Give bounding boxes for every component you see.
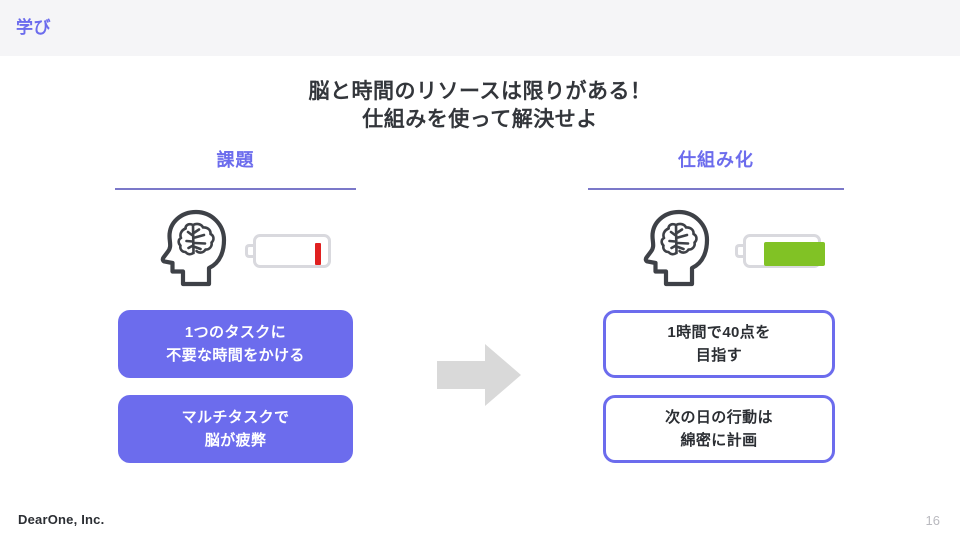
- solution-card-2-line-2: 綿密に計画: [680, 432, 758, 449]
- header-title: 学び: [16, 18, 51, 37]
- issue-card-1-line-1: 1つのタスクに: [184, 324, 287, 341]
- battery-full-icon: [735, 234, 825, 268]
- footer-brand: DearOne, Inc.: [18, 512, 105, 527]
- solution-card-1-line-1: 1時間で40点を: [667, 324, 771, 341]
- solution-card-2: 次の日の行動は 綿密に計画: [603, 395, 835, 463]
- battery-level-low: [315, 243, 321, 265]
- page-title-line-1: 脳と時間のリソースは限りがある！: [308, 80, 652, 103]
- issue-card-2-line-1: マルチタスクで: [181, 409, 290, 426]
- right-column-heading: 仕組み化: [678, 150, 754, 170]
- head-brain-icon: [642, 206, 716, 288]
- issue-card-1-line-2: 不要な時間をかける: [166, 347, 305, 364]
- solution-card-1-line-2: 目指す: [695, 347, 743, 364]
- right-arrow-icon: [437, 344, 521, 406]
- solution-card-1: 1時間で40点を 目指す: [603, 310, 835, 378]
- right-column-divider: [588, 188, 844, 190]
- battery-level-full: [764, 242, 825, 266]
- header-band: [0, 0, 960, 56]
- page-title: 脳と時間のリソースは限りがある！ 仕組みを使って解決せよ: [0, 78, 960, 134]
- issue-card-2-line-2: 脳が疲弊: [204, 432, 267, 449]
- battery-terminal: [735, 244, 744, 258]
- battery-body: [253, 234, 331, 268]
- page-title-line-2: 仕組みを使って解決せよ: [362, 108, 598, 131]
- issue-card-1: 1つのタスクに 不要な時間をかける: [118, 310, 353, 378]
- battery-body: [743, 234, 825, 268]
- head-brain-icon: [159, 206, 233, 288]
- battery-terminal: [245, 244, 254, 258]
- left-icon-row: [115, 206, 356, 288]
- issue-card-2: マルチタスクで 脳が疲弊: [118, 395, 353, 463]
- footer-page-number: 16: [925, 513, 940, 528]
- left-column-divider: [115, 188, 356, 190]
- solution-card-2-line-1: 次の日の行動は: [665, 409, 773, 426]
- battery-low-icon: [245, 234, 331, 268]
- right-icon-row: [588, 206, 844, 288]
- left-column-heading: 課題: [216, 150, 255, 170]
